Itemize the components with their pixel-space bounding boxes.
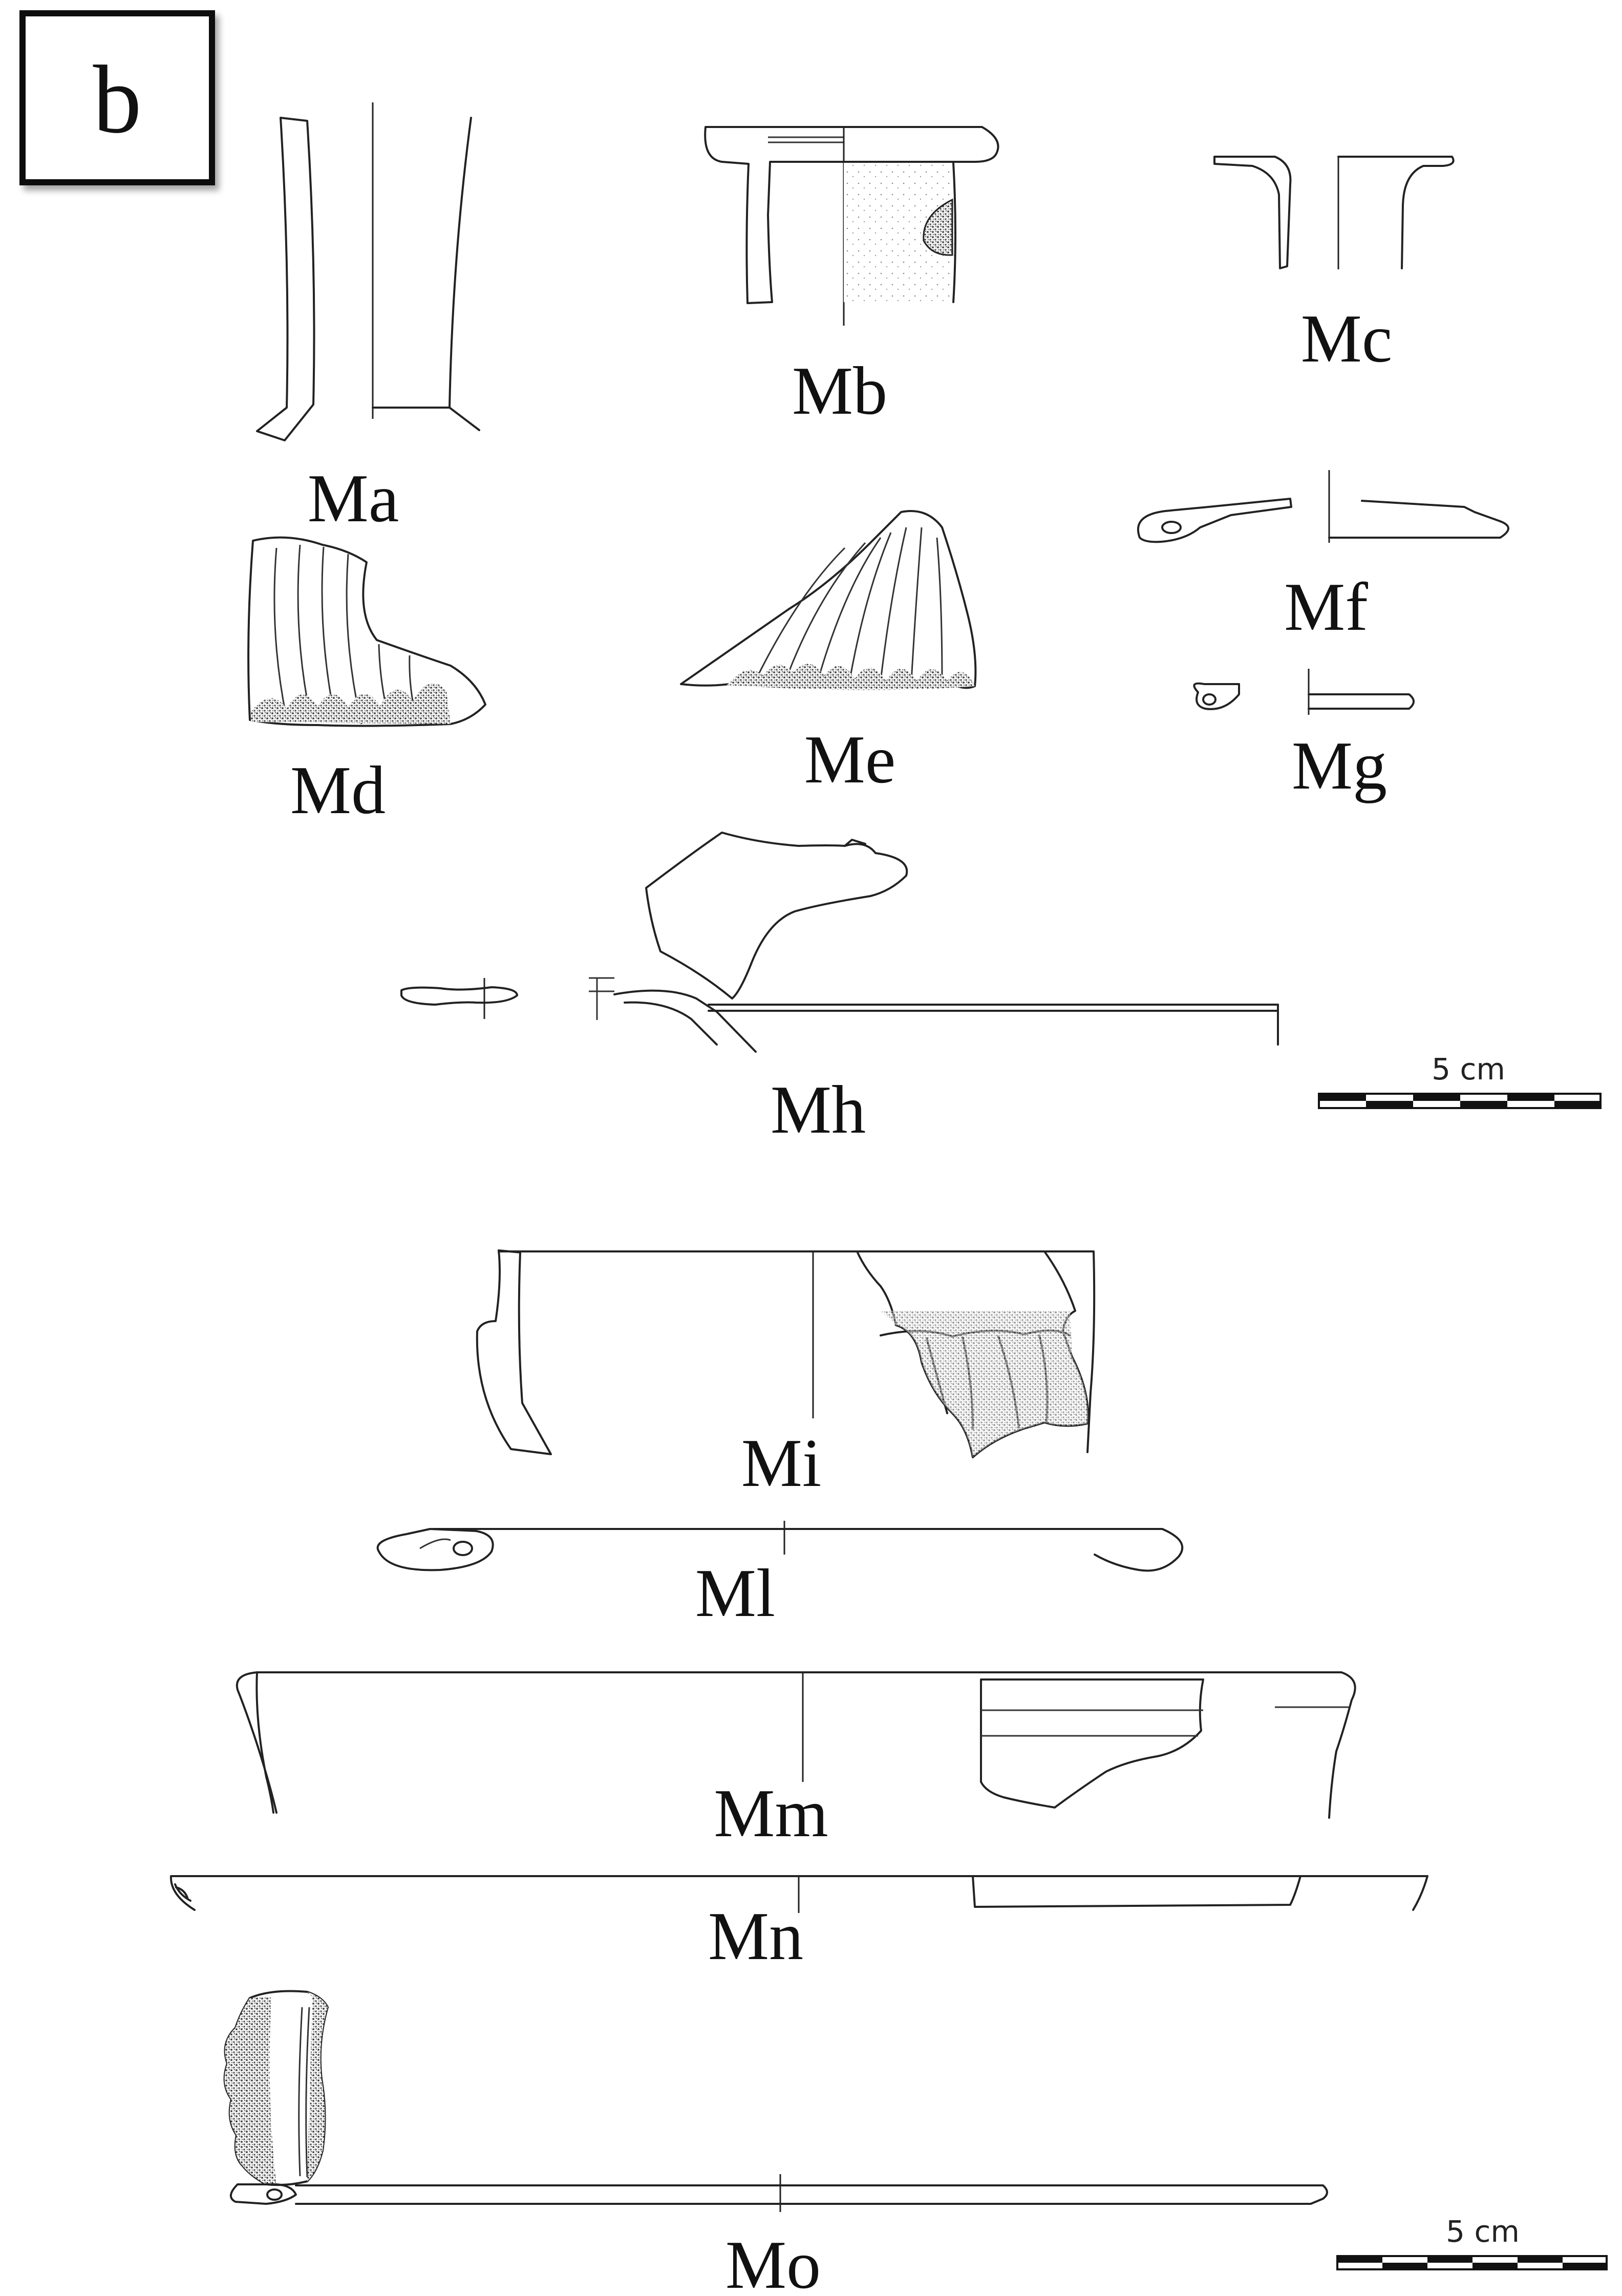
drawing-mh [400,832,1279,1053]
drawing-md [247,536,486,727]
panel-letter-box: b [19,10,215,185]
label-mo: Mo [725,2227,821,2296]
drawing-ma [256,102,480,441]
scale-bar-1: 5 cm [1318,1052,1602,1109]
drawing-me [680,510,977,690]
label-md: Md [290,752,386,828]
label-mi: Mi [741,1425,821,1501]
scale-bar-2-segments [1337,2256,1607,2269]
drawing-mg [1193,669,1415,715]
drawing-mc [1213,156,1455,269]
label-me: Me [804,721,896,797]
scale-bar-1-label: 5 cm [1432,1052,1505,1087]
drawing-ml [376,1521,1184,1572]
label-mn: Mn [708,1898,803,1974]
drawing-mb [704,126,999,326]
label-mf: Mf [1284,569,1368,645]
scale-bar-2-label: 5 cm [1446,2214,1520,2249]
drawing-mi [476,1249,1096,1458]
label-mb: Mb [792,353,887,429]
panel-letter: b [93,46,142,154]
drawing-mf [1137,470,1509,543]
label-mm: Mm [714,1775,828,1851]
label-mh: Mh [771,1072,866,1147]
label-mc: Mc [1301,301,1393,376]
drawing-mo [223,1990,1328,2212]
drawing-mm [236,1671,1356,1819]
label-ml: Ml [695,1555,775,1631]
label-ma: Ma [308,460,399,536]
scale-bar-1-segments [1319,1094,1600,1108]
drawing-mn [169,1875,1428,1913]
label-mg: Mg [1292,728,1387,803]
scale-bar-2: 5 cm [1336,2214,1608,2270]
